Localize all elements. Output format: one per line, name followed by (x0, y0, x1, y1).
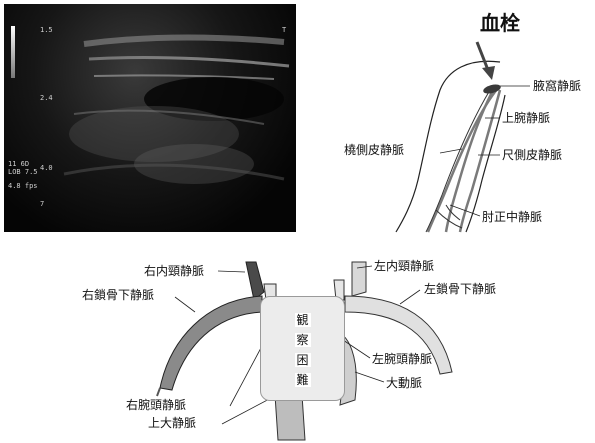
brachial-vein-label: 上腕静脈 (502, 111, 550, 125)
hard-to-observe-char: 難 (294, 373, 310, 387)
median-cubital-vein-label: 肘正中静脈 (482, 210, 542, 224)
hard-to-observe-char: 察 (294, 333, 310, 347)
superior-vena-cava-shape (275, 395, 305, 440)
hard-to-observe-region: 観 察 困 難 (260, 296, 345, 401)
right-subclavian-shape (160, 296, 262, 390)
aorta-label: 大動脈 (386, 376, 422, 390)
axillary-vein-label: 腋窩静脈 (533, 79, 581, 93)
right-internal-jugular-shape (246, 262, 264, 300)
right-brachiocephalic-label: 右腕頭静脈 (126, 398, 186, 412)
hard-to-observe-char: 観 (294, 313, 310, 327)
right-subclavian-label: 右鎖骨下静脈 (82, 288, 154, 302)
left-internal-jugular-label: 左内頸静脈 (374, 259, 434, 273)
thrombus-label: 血栓 (480, 12, 520, 34)
left-brachiocephalic-label: 左腕頭静脈 (372, 352, 432, 366)
right-internal-jugular-label: 右内頸静脈 (144, 264, 204, 278)
superior-vena-cava-label: 上大静脈 (148, 416, 196, 430)
right-subclavian-tip (157, 388, 160, 396)
left-subclavian-label: 左鎖骨下静脈 (424, 282, 496, 296)
cephalic-vein-label: 橈側皮静脈 (344, 143, 404, 157)
hard-to-observe-char: 困 (294, 353, 310, 367)
basilic-vein-label: 尺側皮静脈 (502, 148, 562, 162)
